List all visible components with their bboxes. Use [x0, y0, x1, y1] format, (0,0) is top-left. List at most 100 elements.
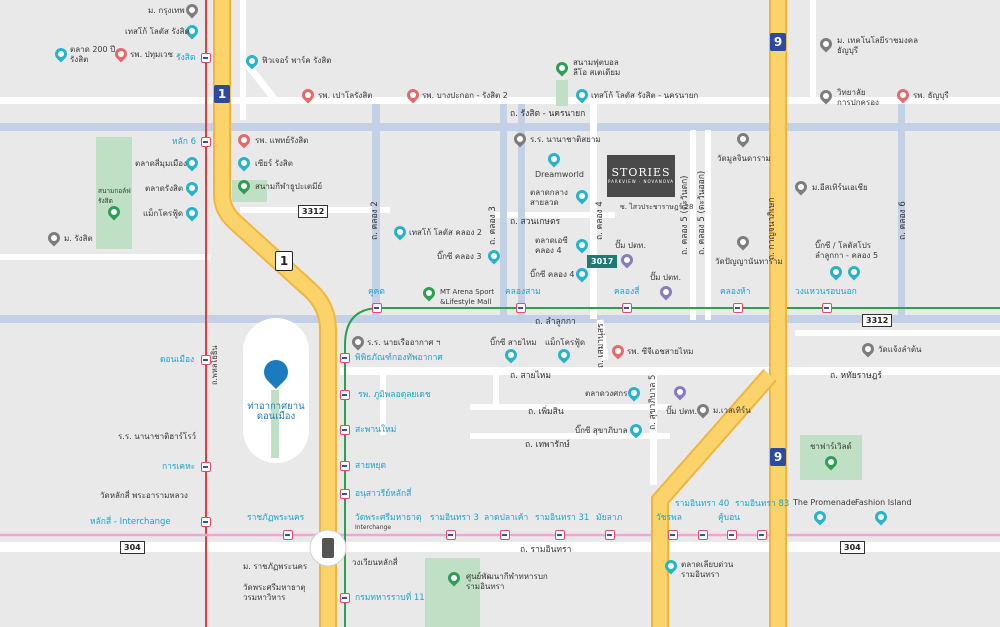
place-wat-chaeng: วัดแจ้งลำต้น: [878, 345, 922, 354]
station-watcharaphon[interactable]: วัชรพล: [656, 513, 682, 523]
station-saphanmai[interactable]: สะพานใหม่: [355, 425, 397, 435]
station-icon[interactable]: [698, 530, 708, 540]
station-icon[interactable]: [555, 530, 565, 540]
football-area: [556, 80, 568, 106]
station-icon[interactable]: [372, 303, 382, 313]
station-khlongsam[interactable]: คลองสาม: [505, 287, 541, 297]
place-rp-paolo: รพ. เปาโลรังสิต: [318, 91, 373, 100]
station-khlongsi[interactable]: คลองสี่: [614, 287, 640, 297]
station-icon[interactable]: [340, 425, 350, 435]
station-kanpha[interactable]: การเคหะ: [162, 462, 196, 472]
station-wongwaen[interactable]: วงแหวนรอบนอก: [795, 287, 857, 297]
road-khlong5: ถ. คลอง 5 (ตะวันตก): [680, 175, 690, 255]
place-rp-saimai: รพ. ซีจีเอชสายไหม: [627, 347, 694, 356]
station-icon[interactable]: [201, 517, 211, 527]
station-icon[interactable]: [516, 303, 526, 313]
road-khlong4: ถ. คลอง 4: [595, 201, 605, 240]
place-ptt1: ปั๊ม ปตท.: [615, 241, 646, 250]
golf-course-area: [96, 137, 132, 249]
place-sanam-football: สนามฟุตบอล ลีโอ สเตเดียม: [573, 58, 621, 77]
station-icon[interactable]: [733, 303, 743, 313]
station-donmueang[interactable]: ดอนเมือง: [160, 355, 195, 365]
station-icon[interactable]: [727, 530, 737, 540]
station-icon[interactable]: [340, 390, 350, 400]
place-m-ic: ม.อีสเทิร์นเอเชีย: [812, 183, 868, 192]
station-ramintra3[interactable]: รามอินทรา 3: [430, 513, 479, 523]
road-suan-kaset: ถ. สวนเกษตร: [510, 217, 561, 227]
station-ramintra40[interactable]: รามอินทรา 40: [675, 499, 730, 509]
station-icon[interactable]: [340, 353, 350, 363]
station-laksi-ic[interactable]: หลักสี่ - Interchange: [90, 517, 171, 527]
place-chalardsine: ชาฟาร์เวิลด์: [810, 442, 852, 451]
station-anusawari[interactable]: อนุสาวรีย์หลักสี่: [355, 489, 412, 499]
place-mt-arena: MT Arena Sport &Lifestyle Mall: [440, 288, 495, 306]
station-lak6[interactable]: หลัก 6: [172, 137, 197, 147]
stories-logo: STORIES: [611, 166, 671, 179]
station-phitsanu[interactable]: พิพิธภัณฑ์กองทัพอากาศ: [355, 353, 443, 363]
place-rp-thanyaburi: รพ. ธัญบุรี: [913, 91, 949, 100]
station-icon[interactable]: [340, 461, 350, 471]
place-talad-rangsit: ตลาดรังสิต: [145, 184, 184, 193]
station-saiyud[interactable]: สายหยุด: [355, 461, 387, 471]
station-icon[interactable]: [605, 530, 615, 540]
place-talad-klang: ตลาดกลาง สายลวด: [530, 188, 568, 207]
stories-project-marker[interactable]: STORIES PARKVIEW · NOVANOVA: [607, 155, 675, 197]
station-icon[interactable]: [283, 530, 293, 540]
place-talad-ramintra: ตลาดเลียบด่วน รามอินทรา: [681, 560, 734, 579]
station-icon[interactable]: [446, 530, 456, 540]
road-khlong3: ถ. คลอง 3: [488, 206, 498, 245]
station-icon[interactable]: [201, 53, 211, 63]
army-center-area: [425, 558, 480, 627]
station-khubon[interactable]: คู้บอน: [718, 513, 740, 523]
place-m-rangsit: ม. รังสิต: [64, 234, 93, 243]
station-icon[interactable]: [757, 530, 767, 540]
station-wat-phrasri[interactable]: วัดพระศรีมหาธาตุ: [355, 513, 422, 523]
station-interchange-small: Interchange: [355, 524, 392, 531]
station-khlongha[interactable]: คลองห้า: [720, 287, 751, 297]
place-center-ramintra: ศูนย์พัฒนากีฬาทหารบก รามอินทรา: [466, 572, 548, 591]
station-ramintra83[interactable]: รามอินทรา 83: [735, 499, 790, 509]
place-laksi-circle: วงเวียนหลักสี่: [352, 558, 398, 567]
place-rp-bangpakok: รพ. บางปะกอก - รังสิต 2: [422, 91, 508, 100]
road-rangsit-nakhonnayok: ถ. รังสิต - นครนายก: [510, 109, 586, 119]
route-304-sign-right: 304: [840, 541, 865, 554]
place-fashion-island: Fashion Island: [855, 498, 912, 507]
station-maiyalap[interactable]: มัยลาภ: [596, 513, 623, 523]
station-icon[interactable]: [622, 303, 632, 313]
station-phahon59[interactable]: กรมทหารราบที่ 11: [355, 593, 425, 603]
place-tesco-rangsit: เทสโก้ โลตัส รังสิต: [125, 27, 190, 36]
place-ptt3: ปั๊ม ปตท.: [666, 407, 697, 416]
station-icon[interactable]: [201, 137, 211, 147]
station-icon[interactable]: [201, 355, 211, 365]
place-bigc-khlong4: บิ๊กซี คลอง 4: [530, 270, 575, 279]
place-rp-pathumwet: รพ. ปทุมเวช: [130, 50, 173, 59]
place-talad-simummuang: ตลาดสี่มุมเมือง: [135, 159, 187, 168]
station-rajabhat[interactable]: ราชภัฏพระนคร: [247, 513, 305, 523]
place-bigc-khlong3: บิ๊กซี คลอง 3: [437, 252, 482, 261]
station-icon[interactable]: [340, 593, 350, 603]
route-304-sign-left: 304: [120, 541, 145, 554]
road-phoem-sin: ถ. เพิ่มสิน: [528, 407, 564, 417]
station-ramintra31[interactable]: รามอินทรา 31: [535, 513, 590, 523]
stories-sub: PARKVIEW · NOVANOVA: [607, 179, 675, 184]
station-icon[interactable]: [668, 530, 678, 540]
place-wat-phrasri: วัดพระศรีมหาธาตุ วรมหาวิหาร: [243, 583, 306, 602]
station-icon[interactable]: [822, 303, 832, 313]
place-bigc-saimai: บิ๊กซี สายไหม: [490, 338, 537, 347]
place-talad-wongsakorn: ตลาดวงศกร: [585, 389, 628, 398]
road-lam-luk-ka: ถ. ลำลูกกา: [535, 317, 576, 327]
route-3312-sign-left: 3312: [298, 205, 329, 218]
highway-9-shield-mid: 9: [770, 448, 786, 466]
station-icon[interactable]: [340, 489, 350, 499]
place-future-park: ฟิวเจอร์ พาร์ค รังสิต: [262, 56, 332, 65]
station-kukot[interactable]: คูคต: [368, 287, 385, 297]
station-icon[interactable]: [500, 530, 510, 540]
station-latplakhao[interactable]: ลาดปลาเค้า: [484, 513, 529, 523]
place-stadium-sports: สนามกีฬาธูปะเตมีย์: [255, 182, 323, 191]
place-makro: แม็กโครฟู้ด: [143, 209, 184, 218]
station-icon[interactable]: [201, 462, 211, 472]
place-rangsit-label: รังสิต: [176, 53, 196, 63]
station-bhumibol[interactable]: รพ. ภูมิพลอดุลยเดช: [358, 390, 431, 400]
place-talad-khlong4: ตลาดเอซี คลอง 4: [535, 236, 568, 255]
